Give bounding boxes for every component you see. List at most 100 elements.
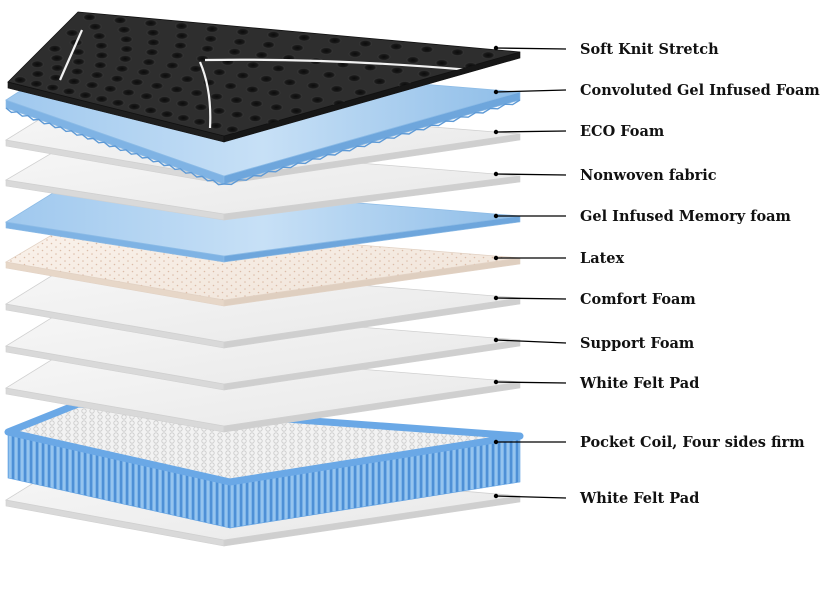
quilt-dimple bbox=[190, 89, 204, 97]
quilt-dimple bbox=[159, 72, 172, 80]
quilt-dimple bbox=[180, 75, 194, 83]
quilt-dimple bbox=[176, 114, 190, 122]
layer-label: Comfort Foam bbox=[580, 291, 696, 308]
quilt-dimple bbox=[145, 48, 159, 56]
quilt-dimple bbox=[390, 67, 404, 75]
quilt-dimple bbox=[158, 96, 172, 104]
quilt-dimple bbox=[93, 61, 107, 69]
quilt-dimple bbox=[95, 95, 109, 103]
quilt-dimple bbox=[95, 51, 109, 60]
quilt-dimple bbox=[290, 44, 304, 52]
quilt-dimple bbox=[111, 99, 125, 107]
layer-label: Support Foam bbox=[580, 335, 695, 352]
quilt-dimple bbox=[175, 32, 189, 40]
quilt-dimple bbox=[205, 25, 219, 33]
quilt-piping-line bbox=[198, 61, 212, 129]
quilt-dimple bbox=[297, 68, 311, 76]
quilt-dimple bbox=[283, 78, 297, 86]
quilt-dimple bbox=[248, 114, 262, 122]
quilt-dimple bbox=[175, 22, 188, 30]
quilt-dimple bbox=[406, 56, 420, 64]
leader-line bbox=[495, 297, 567, 300]
quilt-dimple bbox=[90, 71, 104, 79]
quilt-dimple bbox=[88, 23, 102, 31]
quilt-dimple bbox=[67, 77, 81, 85]
quilt-dimple bbox=[245, 85, 259, 94]
quilt-dimple bbox=[420, 45, 434, 54]
layer-label: ECO Foam bbox=[580, 123, 665, 140]
quilt-piping-line bbox=[204, 58, 471, 72]
layer-label: Pocket Coil, Four sides firm bbox=[580, 434, 805, 451]
quilt-dimple bbox=[328, 37, 342, 45]
quilt-dimple bbox=[289, 92, 303, 100]
layer-label: Gel Infused Memory foam bbox=[580, 208, 792, 225]
quilt-dimple bbox=[50, 64, 64, 72]
quilt-dimple bbox=[82, 13, 96, 21]
quilt-dimple bbox=[194, 103, 208, 111]
quilt-dimple bbox=[230, 96, 243, 104]
quilt-dimple bbox=[225, 125, 239, 133]
quilt-dimple bbox=[173, 42, 187, 50]
quilt-dimple bbox=[204, 35, 218, 43]
quilt-dimple bbox=[417, 70, 431, 78]
quilt-piping-line bbox=[58, 29, 84, 81]
quilt-dimple bbox=[212, 107, 226, 115]
quilt-dimple bbox=[70, 67, 84, 76]
quilt-dimple bbox=[110, 75, 124, 83]
quilt-dimple bbox=[170, 51, 184, 60]
quilt-dimple bbox=[202, 78, 216, 87]
quilt-dimple bbox=[451, 48, 464, 56]
quilt-dimple bbox=[347, 74, 361, 82]
quilt-dimple bbox=[246, 61, 260, 69]
convoluted-side-edge bbox=[223, 99, 521, 186]
quilt-dimple bbox=[115, 65, 129, 73]
leader-lines bbox=[493, 45, 567, 499]
quilt-dimple bbox=[165, 61, 179, 70]
quilt-dimple bbox=[330, 85, 344, 93]
quilt-dimple bbox=[389, 42, 403, 51]
quilt-dimple bbox=[120, 45, 134, 53]
quilt-dimple bbox=[85, 81, 99, 89]
quilt-dimple bbox=[146, 38, 160, 47]
quilt-dimple bbox=[113, 16, 127, 24]
quilt-dimple bbox=[117, 26, 131, 34]
layer-label: Convoluted Gel Infused Foam bbox=[580, 82, 820, 99]
leader-line bbox=[495, 89, 567, 93]
quilt-dimple bbox=[137, 68, 151, 76]
quilt-dimple bbox=[249, 100, 263, 108]
quilt-dimple bbox=[72, 58, 86, 66]
leader-line bbox=[495, 173, 567, 176]
quilt-dimple bbox=[209, 122, 223, 130]
quilt-dimple bbox=[62, 87, 76, 95]
quilt-dimple bbox=[71, 48, 85, 56]
quilt-dimple bbox=[193, 118, 207, 126]
quilt-dimple bbox=[228, 48, 242, 56]
quilt-dimple bbox=[271, 64, 285, 72]
quilt-dimple bbox=[140, 92, 153, 100]
quilt-dimple bbox=[267, 31, 280, 39]
layer-label: White Felt Pad bbox=[579, 490, 699, 507]
quilt-dimple bbox=[78, 91, 92, 99]
quilt-dimple bbox=[348, 50, 362, 58]
layer-label: Latex bbox=[580, 250, 625, 267]
quilt-dimple bbox=[212, 68, 226, 76]
quilt-dimple bbox=[103, 85, 117, 93]
quilt-dimple bbox=[236, 71, 250, 80]
leader-line bbox=[495, 339, 567, 344]
quilt-dimple bbox=[210, 93, 224, 101]
quilt-dimple bbox=[50, 54, 64, 62]
layer-soft-knit-stretch bbox=[7, 11, 521, 143]
quilt-dimple bbox=[94, 42, 108, 50]
quilt-dimple bbox=[359, 40, 372, 48]
quilt-dimple bbox=[46, 84, 60, 92]
layer-label: Nonwoven fabric bbox=[580, 167, 717, 184]
layers bbox=[4, 11, 524, 547]
layer-label: White Felt Pad bbox=[579, 375, 699, 392]
quilt-dimple bbox=[269, 103, 283, 111]
quilt-dimple bbox=[150, 82, 164, 90]
quilt-dimple bbox=[144, 106, 158, 114]
quilt-dimple bbox=[144, 19, 158, 27]
quilt-dimple bbox=[146, 29, 160, 37]
quilt-dimple bbox=[189, 65, 203, 73]
